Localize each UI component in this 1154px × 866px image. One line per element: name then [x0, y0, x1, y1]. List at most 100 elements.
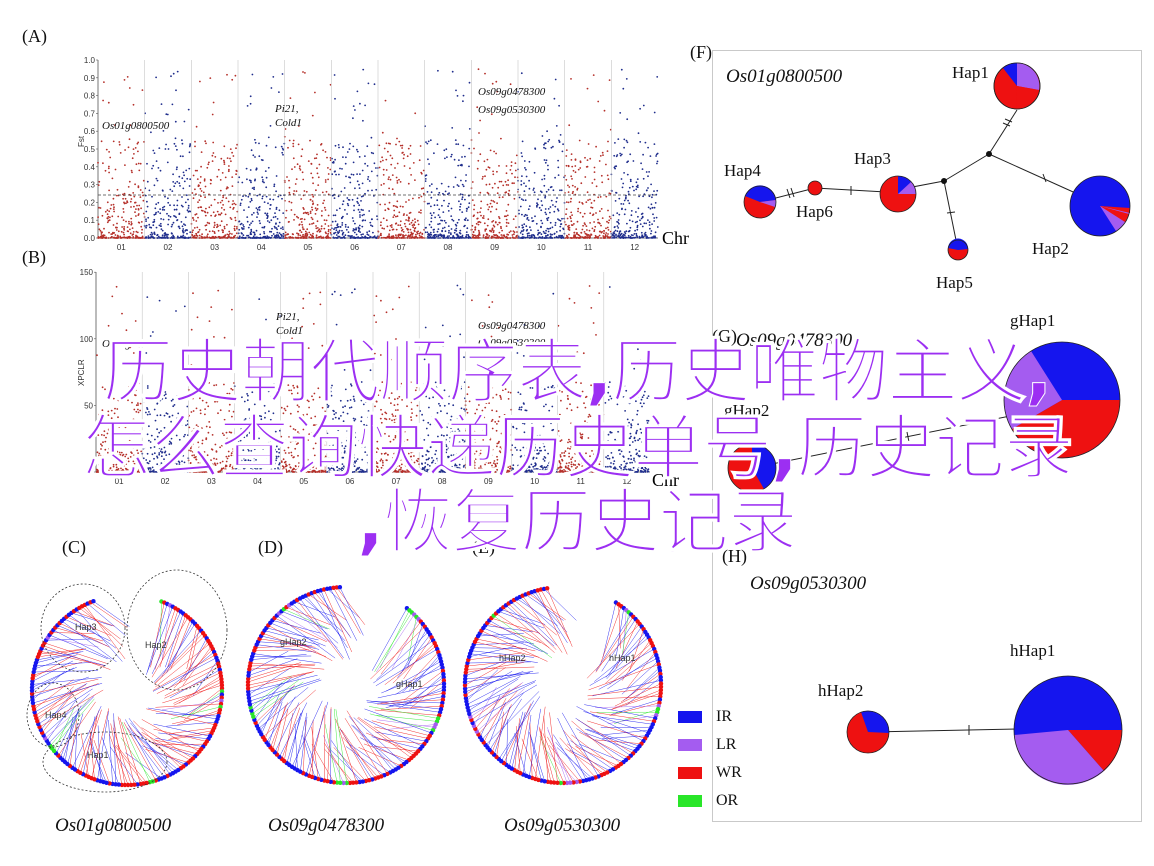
manhattan-point [498, 216, 500, 218]
manhattan-point [371, 218, 373, 221]
manhattan-point [586, 159, 589, 161]
manhattan-point [178, 438, 181, 441]
manhattan-point [291, 401, 294, 404]
manhattan-point [440, 182, 443, 185]
manhattan-point [213, 221, 216, 224]
manhattan-point [245, 195, 247, 197]
manhattan-point [556, 197, 558, 199]
manhattan-point [420, 187, 423, 190]
manhattan-point [176, 148, 178, 151]
manhattan-point [316, 208, 319, 210]
manhattan-point [510, 161, 513, 163]
manhattan-point [533, 191, 536, 194]
manhattan-point [300, 441, 303, 444]
manhattan-point [174, 120, 177, 123]
manhattan-point [105, 236, 107, 239]
manhattan-point [183, 461, 186, 464]
manhattan-point [203, 178, 206, 181]
manhattan-point [408, 220, 410, 222]
manhattan-point [528, 205, 531, 208]
manhattan-point [562, 143, 564, 146]
manhattan-point [131, 157, 134, 160]
manhattan-point [194, 450, 197, 453]
manhattan-point [221, 441, 224, 444]
manhattan-point [395, 176, 398, 179]
manhattan-point [159, 212, 162, 215]
manhattan-point [593, 178, 596, 181]
manhattan-point [461, 198, 463, 201]
manhattan-point [272, 412, 275, 415]
manhattan-point [489, 202, 492, 205]
manhattan-point [247, 448, 250, 451]
manhattan-point [278, 463, 280, 466]
manhattan-point [653, 220, 656, 222]
manhattan-point [282, 232, 285, 235]
manhattan-point [129, 124, 132, 127]
manhattan-point [536, 202, 538, 205]
manhattan-point [420, 209, 422, 212]
manhattan-point [648, 221, 651, 224]
manhattan-point [117, 215, 120, 218]
manhattan-point [474, 229, 476, 231]
manhattan-point [297, 431, 299, 433]
manhattan-point [235, 471, 238, 473]
manhattan-point [591, 227, 594, 230]
manhattan-point [193, 454, 195, 456]
manhattan-point [570, 220, 573, 223]
manhattan-point [112, 224, 115, 226]
manhattan-point [250, 453, 253, 455]
manhattan-point [461, 211, 464, 214]
manhattan-point [116, 408, 119, 410]
manhattan-point [418, 159, 421, 162]
manhattan-point [625, 78, 628, 80]
manhattan-point [100, 461, 102, 464]
manhattan-point [348, 176, 350, 179]
manhattan-point [199, 187, 202, 190]
manhattan-point [355, 227, 357, 230]
manhattan-point [403, 213, 405, 215]
manhattan-point [148, 471, 151, 473]
manhattan-point [528, 160, 531, 163]
manhattan-point [347, 204, 350, 207]
manhattan-point [288, 179, 290, 182]
manhattan-point [227, 450, 230, 453]
manhattan-point [385, 219, 388, 222]
manhattan-point [169, 215, 172, 218]
manhattan-point [125, 460, 127, 462]
manhattan-point [650, 237, 652, 239]
manhattan-point [329, 157, 332, 159]
manhattan-point [181, 196, 183, 198]
manhattan-point [261, 226, 264, 229]
manhattan-point [620, 236, 623, 239]
manhattan-point [437, 228, 440, 231]
manhattan-point [303, 190, 306, 192]
manhattan-point [246, 393, 249, 395]
manhattan-point [512, 230, 515, 233]
manhattan-point [251, 469, 254, 472]
manhattan-point [297, 234, 300, 236]
manhattan-point [257, 442, 260, 444]
manhattan-point [571, 178, 573, 180]
manhattan-point [257, 429, 260, 432]
manhattan-point [136, 204, 138, 207]
manhattan-point [201, 236, 204, 239]
manhattan-point [241, 396, 243, 399]
manhattan-point [379, 203, 382, 206]
manhattan-point [261, 197, 264, 200]
manhattan-point [224, 468, 226, 471]
manhattan-point [221, 172, 224, 174]
manhattan-point [175, 454, 178, 456]
manhattan-point [302, 415, 305, 418]
manhattan-point [535, 237, 538, 239]
manhattan-point [631, 220, 634, 223]
manhattan-point [253, 426, 256, 429]
manhattan-point [382, 174, 385, 176]
manhattan-point [159, 414, 162, 417]
manhattan-point [185, 169, 188, 172]
manhattan-point [352, 237, 354, 239]
manhattan-point [181, 464, 184, 467]
manhattan-point [172, 181, 175, 183]
manhattan-point [266, 214, 269, 217]
manhattan-point [606, 174, 609, 177]
manhattan-point [524, 167, 526, 169]
